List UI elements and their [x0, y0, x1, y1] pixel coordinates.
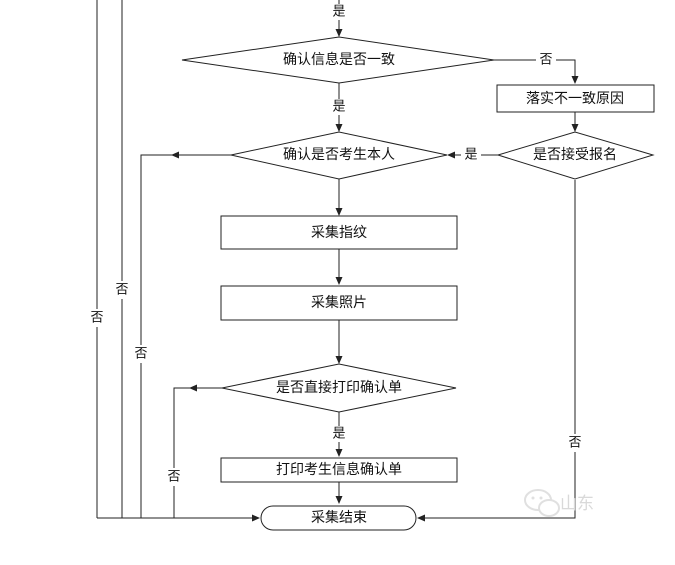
- process-collect-fingerprint: 采集指纹: [220, 215, 458, 250]
- decision-confirm-person-label: 确认是否考生本人: [283, 147, 395, 163]
- edge-label-print-no: 否: [167, 470, 180, 485]
- edge-label-accept-no: 否: [568, 436, 581, 451]
- process-fix-reason: 落实不一致原因: [496, 84, 655, 113]
- watermark-text: 山东: [560, 494, 594, 514]
- connector-accept-no: [417, 180, 576, 522]
- terminal-end: 采集结束: [260, 505, 417, 531]
- process-collect-fingerprint-label: 采集指纹: [311, 224, 367, 241]
- edge-label-print-yes: 是: [332, 427, 345, 442]
- process-collect-photo: 采集照片: [220, 285, 458, 321]
- decision-print-directly: 是否直接打印确认单: [221, 363, 457, 413]
- connector-person-no: [140, 154, 172, 518]
- wechat-bubble-icon: [524, 489, 560, 517]
- decision-accept-registration: 是否接受报名: [496, 131, 655, 180]
- decision-accept-registration-label: 是否接受报名: [533, 146, 617, 163]
- edge-label-person-no: 否: [134, 347, 147, 362]
- decision-confirm-info: 确认信息是否一致: [181, 36, 495, 84]
- terminal-end-label: 采集结束: [311, 509, 367, 526]
- edge-label-info-no: 否: [539, 53, 552, 68]
- watermark: 山东: [524, 489, 594, 517]
- edge-label-top-yes: 是: [332, 5, 345, 20]
- edge-label-accept-yes: 是: [464, 148, 477, 163]
- edge-label-outer-no: 否: [90, 311, 103, 326]
- edge-label-info-yes: 是: [332, 100, 345, 115]
- decision-confirm-person: 确认是否考生本人: [230, 131, 448, 180]
- decision-confirm-info-label: 确认信息是否一致: [283, 51, 395, 68]
- process-fix-reason-label: 落实不一致原因: [526, 91, 624, 107]
- process-print-form: 打印考生信息确认单: [220, 457, 458, 483]
- edge-label-middle-no: 否: [115, 283, 128, 298]
- decision-print-directly-label: 是否直接打印确认单: [276, 379, 402, 396]
- process-collect-photo-label: 采集照片: [311, 294, 367, 311]
- process-print-form-label: 打印考生信息确认单: [276, 461, 402, 478]
- connector-info-no: [494, 59, 579, 84]
- connector-print-no: [173, 387, 190, 518]
